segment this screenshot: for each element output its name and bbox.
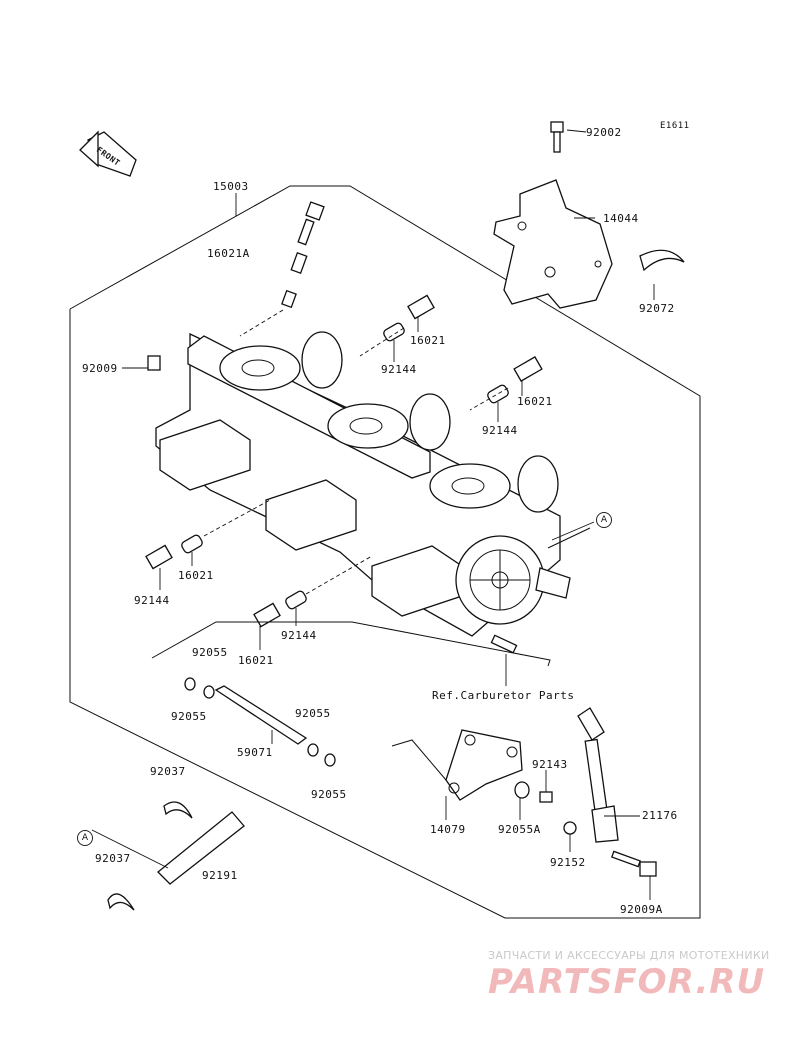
bolt-92002 <box>550 121 564 153</box>
part-label-92072[interactable]: 92072 <box>639 302 675 315</box>
part-label-92191[interactable]: 92191 <box>202 869 238 882</box>
part-label-92037[interactable]: 92037 <box>150 765 186 778</box>
ref-carburetor-parts-note: Ref.Carburetor Parts <box>432 689 575 702</box>
screw-92009 <box>147 355 161 371</box>
part-label-16021A[interactable]: 16021A <box>207 247 250 260</box>
part-label-92152[interactable]: 92152 <box>550 856 586 869</box>
part-label-92055[interactable]: 92055 <box>295 707 331 720</box>
part-label-16021[interactable]: 16021 <box>410 334 446 347</box>
clamp-92037-b <box>107 893 135 911</box>
part-label-92009[interactable]: 92009 <box>82 362 118 375</box>
o-ring-92055-b <box>203 685 215 699</box>
screw-16021-d <box>253 602 281 628</box>
part-label-92055[interactable]: 92055 <box>192 646 228 659</box>
choke-21176 <box>577 707 619 843</box>
bracket-14079 <box>445 729 523 801</box>
adjuster-16021A <box>281 201 325 309</box>
part-label-92055A[interactable]: 92055A <box>498 823 541 836</box>
part-label-14044[interactable]: 14044 <box>603 212 639 225</box>
part-label-14079[interactable]: 14079 <box>430 823 466 836</box>
part-label-92009A[interactable]: 92009A <box>620 903 663 916</box>
part-label-92002[interactable]: 92002 <box>586 126 622 139</box>
part-label-92144[interactable]: 92144 <box>381 363 417 376</box>
assembly-frame <box>69 185 701 919</box>
screw-16021-c <box>145 544 173 570</box>
part-label-16021[interactable]: 16021 <box>517 395 553 408</box>
watermark-tagline: ЗАПЧАСТИ И АКСЕССУАРЫ ДЛЯ МОТОТЕХНИКИ <box>488 949 770 962</box>
part-label-21176[interactable]: 21176 <box>642 809 678 822</box>
callout-a-top: A <box>596 512 612 528</box>
bracket-14044 <box>493 179 613 309</box>
clip-92143 <box>539 791 553 803</box>
part-label-16021[interactable]: 16021 <box>238 654 274 667</box>
carburetor-assembly <box>155 331 591 654</box>
part-label-15003[interactable]: 15003 <box>213 180 249 193</box>
screw-16021-b <box>513 356 543 382</box>
o-ring-92055-c <box>307 743 319 757</box>
callout-a-bottom: A <box>77 830 93 846</box>
spring-92144-c <box>181 534 203 554</box>
part-label-92143[interactable]: 92143 <box>532 758 568 771</box>
o-ring-92055-d <box>324 753 336 767</box>
part-label-92144[interactable]: 92144 <box>482 424 518 437</box>
part-label-92055[interactable]: 92055 <box>311 788 347 801</box>
spring-92144-b <box>487 384 509 404</box>
bolt-92009A <box>610 850 657 877</box>
spring-92144-a <box>383 322 405 342</box>
o-ring-92055-a <box>184 677 196 691</box>
part-label-92037[interactable]: 92037 <box>95 852 131 865</box>
screw-16021-a <box>407 294 435 320</box>
part-label-16021[interactable]: 92144 <box>134 594 170 607</box>
pipe-59071 <box>214 685 308 745</box>
clamp-92037-a <box>163 801 193 819</box>
diagram-code: E1611 <box>660 121 690 131</box>
watermark-logo: PARTSFOR.RU <box>488 962 766 1002</box>
clip-92072 <box>639 249 685 272</box>
washer-92152 <box>563 821 577 835</box>
part-label-59071[interactable]: 59071 <box>237 746 273 759</box>
part-label-92144[interactable]: 92144 <box>281 629 317 642</box>
o-ring-92055A <box>514 781 530 799</box>
hose-92191 <box>157 811 245 885</box>
part-label-92055[interactable]: 92055 <box>171 710 207 723</box>
part-label-92144[interactable]: 16021 <box>178 569 214 582</box>
front-arrow-icon <box>79 130 137 177</box>
spring-92144-d <box>285 590 307 610</box>
